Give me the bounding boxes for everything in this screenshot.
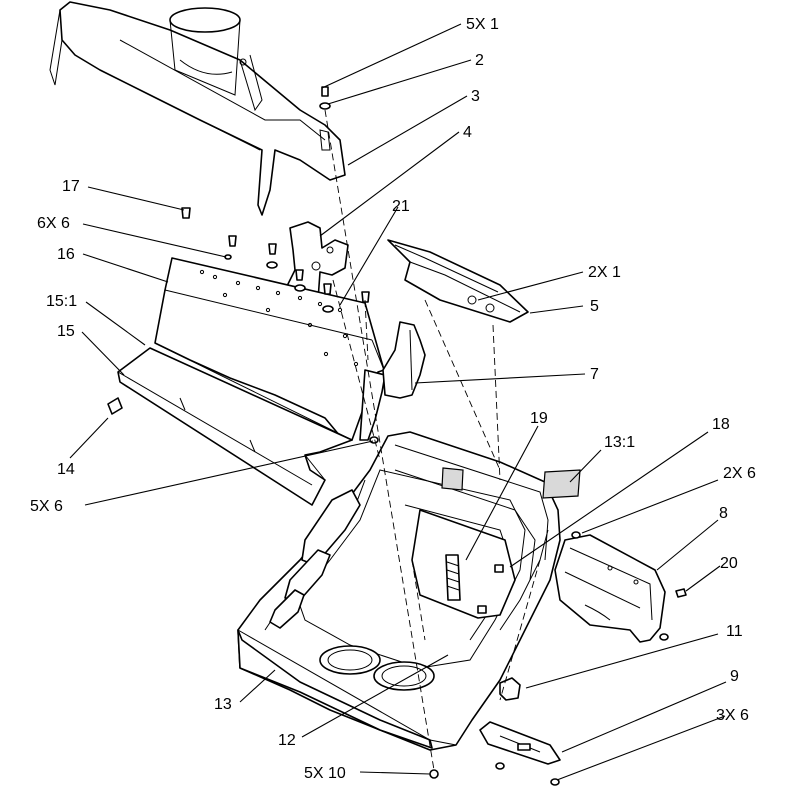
- callout-15-1: 15:1: [46, 293, 77, 310]
- part-20-clip: [675, 588, 687, 598]
- callout-2x6: 2X 6: [723, 465, 756, 482]
- part-19-spring-plate: [411, 509, 516, 619]
- part-14-bolt: [107, 397, 123, 415]
- callout-17: 17: [62, 178, 80, 195]
- callout-7: 7: [590, 366, 599, 383]
- callout-5x10: 5X 10: [304, 765, 346, 782]
- callout-2: 2: [475, 52, 484, 69]
- part-15-scraper-bar: [117, 347, 353, 506]
- leader-lines: [69, 23, 727, 781]
- part-8-side-cover: [554, 534, 666, 643]
- callout-5x6: 5X 6: [30, 498, 63, 515]
- callout-8: 8: [719, 505, 728, 522]
- callout-5: 5: [590, 298, 599, 315]
- part-18-nut: [571, 531, 581, 539]
- bottom-fasteners: [369, 436, 560, 786]
- callout-3: 3: [471, 88, 480, 105]
- part-5-top-plate: [387, 239, 529, 323]
- callout-18: 18: [712, 416, 730, 433]
- callout-4: 4: [463, 124, 472, 141]
- panel-screws: [181, 207, 370, 313]
- part-13-main-housing: [237, 431, 581, 751]
- callout-3x6: 3X 6: [716, 707, 749, 724]
- part-11-latch: [499, 677, 521, 701]
- callout-19: 19: [530, 410, 548, 427]
- callout-11: 11: [726, 623, 743, 640]
- callout-14: 14: [57, 461, 75, 478]
- callout-9: 9: [730, 668, 739, 685]
- callout-13: 13: [214, 696, 232, 713]
- part-9-handle-plate: [479, 721, 561, 765]
- callout-labels: 5X 1 2 3 4 17 21 6X 6 16 2X 1 15:1 5 15 …: [30, 16, 756, 782]
- part-3-upper-housing: [49, 1, 346, 216]
- callout-21: 21: [392, 198, 410, 215]
- part-1-bolt-top: [319, 86, 331, 110]
- part-7-side-bracket: [382, 321, 426, 399]
- small-nut-8: [659, 633, 669, 641]
- part-16-front-panel: [154, 257, 386, 443]
- callout-13-1: 13:1: [604, 434, 635, 451]
- panel-holes: [199, 269, 359, 367]
- callout-16: 16: [57, 246, 75, 263]
- callout-6x6: 6X 6: [37, 215, 70, 232]
- callout-15: 15: [57, 323, 75, 340]
- assembly-lines: [324, 109, 541, 771]
- callout-20: 20: [720, 555, 738, 572]
- callout-5x1-top: 5X 1: [466, 16, 499, 33]
- callout-2x1: 2X 1: [588, 264, 621, 281]
- callout-12: 12: [278, 732, 296, 749]
